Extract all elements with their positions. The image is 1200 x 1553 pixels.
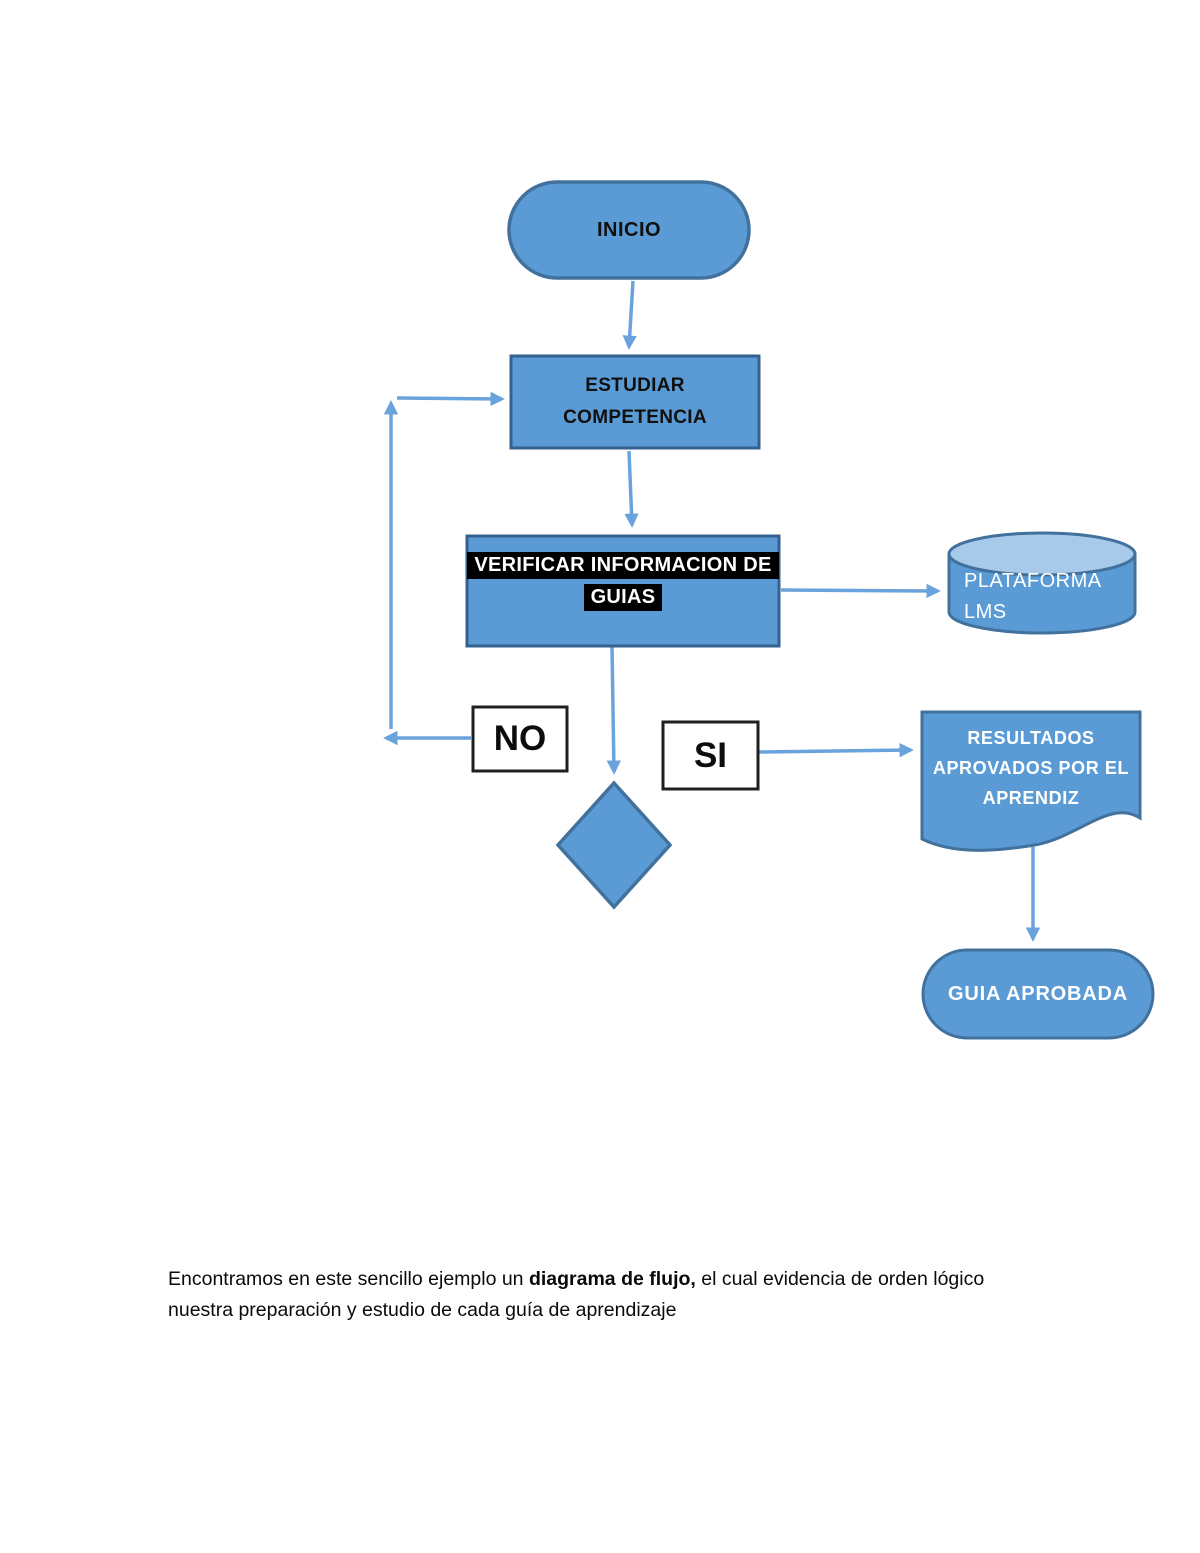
no-branch-box <box>471 705 569 773</box>
caption-paragraph: Encontramos en este sencillo ejemplo un … <box>168 1264 1008 1326</box>
connector-no-into-estudiar <box>396 391 505 407</box>
verificar-process-shape <box>465 534 781 648</box>
inicio-terminator-shape <box>507 180 751 280</box>
connector-verificar-to-plataforma <box>780 583 941 599</box>
estudiar-process-shape <box>509 354 761 450</box>
connector-inicio-to-estudiar <box>622 280 637 350</box>
cylinder-top <box>947 531 1137 577</box>
caption-text-2: el cual evidencia de orden lógico <box>695 1267 985 1290</box>
caption-bold-text: diagrama de flujo, <box>528 1267 696 1290</box>
connector-verificar-to-decision <box>606 646 621 775</box>
caption-text-3: nuestra preparación y estudio de cada gu… <box>168 1298 677 1321</box>
si-branch-box <box>661 720 760 791</box>
caption-text-1: Encontramos en este sencillo ejemplo un <box>168 1267 529 1290</box>
connector-si-to-resultados <box>758 742 914 758</box>
connector-estudiar-to-verificar <box>624 450 639 528</box>
resultados-document-shape <box>920 710 1142 852</box>
decision-diamond-shape <box>555 780 673 910</box>
guia-aprobada-terminator-shape <box>921 948 1155 1040</box>
plataforma-database-shape <box>947 531 1137 635</box>
